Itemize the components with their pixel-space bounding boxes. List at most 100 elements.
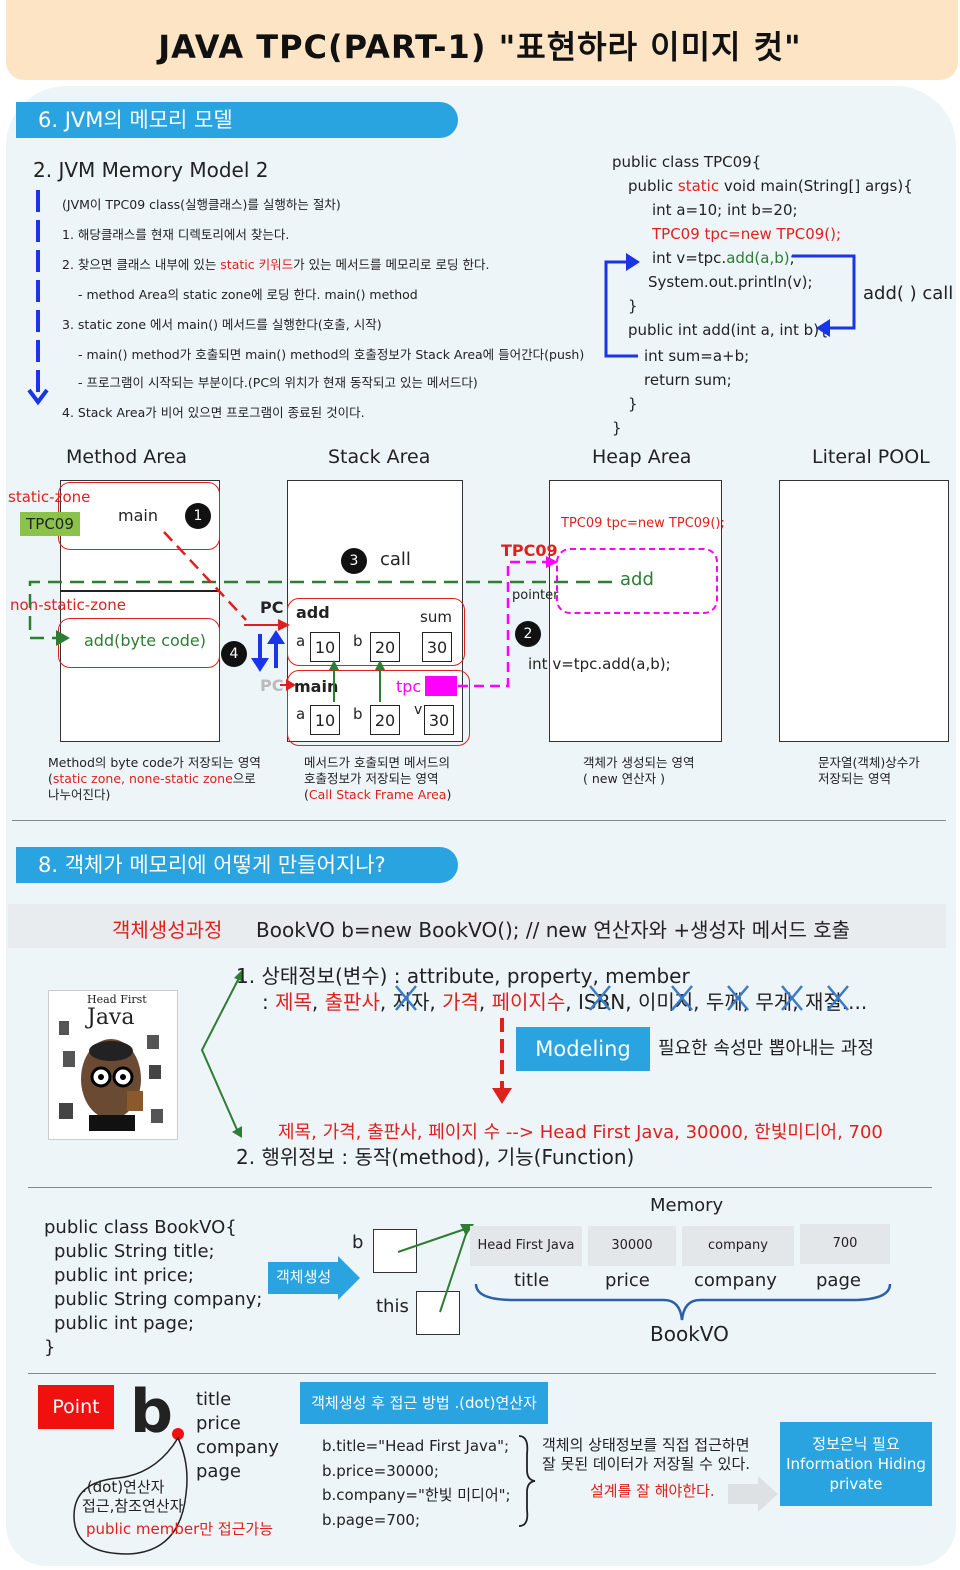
heap-tpc09-label: TPC09	[501, 541, 558, 560]
call-flow-arrows	[604, 253, 856, 358]
access-code-brace	[518, 1435, 536, 1527]
add-call-label: add( ) call	[863, 283, 954, 304]
step-2-detail: - method Area의 static zone에 로딩 한다. main(…	[78, 287, 418, 302]
literal-pool-caption: 문자열(객체)상수가 저장되는 영역	[818, 755, 920, 786]
book-cover-title: Java	[87, 1005, 135, 1030]
add-sum-value: 30	[422, 632, 452, 662]
memory-value-page: 700	[800, 1224, 890, 1264]
point-badge: Point	[38, 1385, 114, 1429]
step-3-detail-1: - main() method가 호출되면 main() method의 호출정…	[78, 347, 585, 362]
memory-field-price: price	[605, 1270, 650, 1291]
pc-label-bottom: PC	[260, 676, 284, 695]
dot-operator-marker	[172, 1428, 184, 1440]
memory-value-title: Head First Java	[470, 1226, 582, 1266]
book-cover-art	[59, 1021, 163, 1131]
bookvo-class-code: public class BookVO{ public String title…	[44, 1217, 263, 1358]
divider-3	[28, 1373, 936, 1374]
tpc-ref-box	[425, 676, 457, 696]
direct-access-warning: 객체의 상태정보를 직접 접근하면 잘 못된 데이터가 저장될 수 있다.	[542, 1436, 751, 1473]
code-line-3: int a=10; int b=20;	[652, 201, 798, 219]
step-1-badge: 1	[185, 503, 211, 529]
ref-this-label: this	[376, 1296, 409, 1317]
memory-model-subtitle: 2. JVM Memory Model 2	[33, 158, 269, 182]
step-3-badge: 3	[341, 548, 367, 574]
step-4-badge: 4	[221, 641, 247, 667]
book-cover-top: Head First	[87, 993, 147, 1006]
information-hiding-box: 정보은닉 필요 Information Hiding private	[780, 1422, 932, 1506]
ref-b-label: b	[352, 1232, 364, 1253]
pointer-label: pointer	[512, 588, 559, 603]
process-flow-arrow	[27, 190, 49, 406]
behavior-info: 2. 행위정보 : 동작(method), 기능(Function)	[236, 1145, 635, 1169]
header-banner	[6, 0, 958, 80]
sum-label: sum	[420, 608, 452, 626]
heap-area-caption: 객체가 생성되는 영역 ( new 연산자 )	[583, 755, 695, 786]
add-a-value: 10	[310, 632, 340, 662]
memory-field-page: page	[816, 1270, 861, 1291]
literal-pool-title: Literal POOL	[812, 446, 930, 468]
memory-value-price: 30000	[588, 1226, 676, 1266]
step-4: 4. Stack Area가 비어 있으면 프로그램이 종료된 것이다.	[62, 405, 365, 420]
divider-2	[28, 1187, 932, 1188]
access-code: b.title="Head First Java"; b.price=30000…	[322, 1437, 511, 1529]
code-line-1: public class TPC09{	[612, 153, 762, 171]
code-line-2: public static void main(String[] args){	[628, 177, 913, 195]
main-b-value: 20	[370, 705, 400, 735]
add-bytecode-label: add(byte code)	[84, 631, 207, 650]
code-line-11: }	[628, 395, 638, 413]
dot-operator-desc: .(dot)연산자 접근,참조연산자	[82, 1478, 184, 1515]
pc-label-top: PC	[260, 598, 284, 617]
code-line-6: System.out.println(v);	[648, 273, 813, 291]
modeling-down-arrow	[492, 1018, 512, 1104]
code-line-8: public int add(int a, int b){	[628, 321, 829, 339]
main-a-label: a	[296, 705, 306, 723]
memory-value-company: company	[682, 1226, 794, 1266]
memory-field-title: title	[514, 1270, 550, 1291]
creation-process-label: 객체생성과정	[112, 918, 223, 942]
access-method-title: 객체생성 후 접근 방법 .(dot)연산자	[300, 1382, 548, 1424]
tpc09-class-label: TPC09	[20, 512, 80, 536]
dot-operator-bubble	[73, 1436, 188, 1555]
step-3-detail-2: - 프로그램이 시작되는 부분이다.(PC의 위치가 현재 동작되고 있는 메서…	[78, 375, 478, 390]
method-area-title: Method Area	[66, 446, 188, 468]
add-b-value: 20	[370, 632, 400, 662]
literal-pool-box	[779, 480, 949, 742]
creation-banner	[8, 904, 946, 948]
add-stack-frame	[287, 598, 465, 666]
code-line-4: TPC09 tpc=new TPC09();	[652, 225, 842, 243]
create-object-label: 객체생성	[276, 1268, 332, 1286]
bookvo-label: BookVO	[650, 1322, 729, 1346]
zone-divider	[60, 590, 220, 592]
add-a-label: a	[296, 632, 306, 650]
member-list: title price company page	[196, 1389, 279, 1482]
step-intro: (JVM이 TPC09 class(실행클래스)를 실행하는 절차)	[62, 197, 341, 212]
book-cover-image: Head First Java	[48, 990, 178, 1140]
memory-title: Memory	[650, 1195, 724, 1216]
heap-area-title: Heap Area	[592, 446, 692, 468]
code-line-9: int sum=a+b;	[644, 347, 750, 365]
create-object-arrow	[268, 1256, 360, 1300]
page-title: JAVA TPC(PART-1) "표현하라 이미지 컷"	[158, 28, 802, 66]
main-frame-label: main	[294, 677, 339, 696]
state-info-title: 1. 상태정보(변수) : attribute, property, membe…	[236, 964, 690, 988]
static-zone-label: static-zone	[8, 488, 91, 506]
design-warning: 설계를 잘 해야한다.	[590, 1482, 715, 1500]
main-stack-frame	[287, 670, 470, 746]
step-1: 1. 해당클래스를 현재 디렉토리에서 찾는다.	[62, 227, 290, 242]
book-brace-arrows	[200, 970, 244, 1138]
non-static-zone-label: non-static-zone	[10, 596, 126, 614]
modeling-badge: Modeling	[516, 1027, 650, 1071]
code-line-5: int v=tpc.add(a,b);	[652, 249, 795, 267]
code-line-7: }	[628, 297, 638, 315]
heap-add-label: add	[620, 569, 654, 590]
ref-this-box	[416, 1291, 460, 1335]
section-8-title: 8. 객체가 메모리에 어떻게 만들어지나?	[16, 847, 458, 883]
add-frame-label: add	[296, 603, 330, 622]
add-b-label: b	[353, 632, 363, 650]
heap-area-box	[549, 480, 722, 742]
code-line-12: }	[612, 419, 622, 437]
modeling-description: 필요한 속성만 뽑아내는 과정	[658, 1038, 874, 1059]
main-a-value: 10	[310, 705, 340, 735]
memory-field-company: company	[694, 1270, 777, 1291]
step-2-badge: 2	[515, 621, 541, 647]
